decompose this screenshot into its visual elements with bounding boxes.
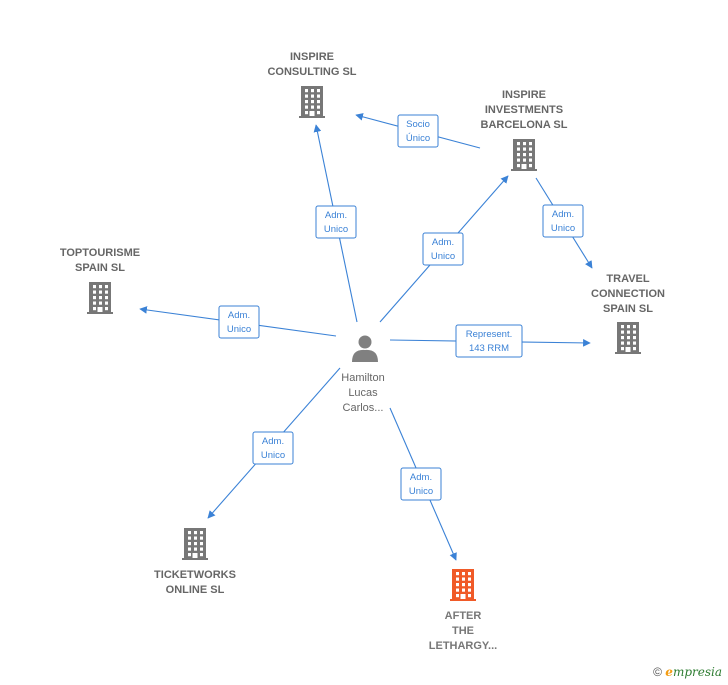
edge-label-box (400, 467, 442, 501)
company-label-line: AFTER (445, 610, 482, 622)
edge-center-to-inspire_consulting: Adm. Unico (313, 124, 358, 323)
edge-label-box (315, 205, 357, 239)
company-label-line: THE (452, 625, 474, 637)
nodes-layer: INSPIRE CONSULTING SL INSPIRE INVESTMENTS BA… (60, 51, 665, 652)
company-label-line: BARCELONA SL (481, 119, 568, 131)
copyright-symbol: © (653, 665, 662, 679)
company-node-toptourisme[interactable]: TOPTOURISME SPAIN SL (60, 247, 140, 314)
edge-label-box (455, 324, 523, 358)
edge-label-line: Unico (261, 450, 285, 461)
building-icon (615, 322, 641, 354)
edge-label[interactable]: Adm. Unico (422, 232, 464, 266)
company-label-line: SPAIN SL (75, 262, 125, 274)
footer-brand: © empresia (653, 665, 722, 679)
edge-label-line: Adm. (552, 209, 574, 220)
edge-center-to-inspire_investments: Adm. Unico (379, 175, 509, 323)
edge-label[interactable]: Adm. Unico (400, 467, 442, 501)
edge-label-line: Socio (406, 119, 430, 130)
edge-label-line: Unico (409, 486, 433, 497)
edge-label[interactable]: Adm. Unico (252, 431, 294, 465)
company-node-inspire_consulting[interactable]: INSPIRE CONSULTING SL (267, 51, 357, 118)
edge-label-line: Unico (324, 224, 348, 235)
company-label-line: TRAVEL (606, 273, 649, 285)
edge-label-line: Represent. (466, 329, 512, 340)
company-label-line: LETHARGY... (429, 640, 497, 652)
edge-label-line: Unico (227, 324, 251, 335)
company-label-line: INVESTMENTS (485, 104, 563, 116)
edge-label-line: Unico (551, 223, 575, 234)
edge-label-line: Unico (431, 251, 455, 262)
company-label-line: ONLINE SL (166, 584, 225, 596)
edge-label-line: Adm. (432, 237, 454, 248)
edge-center-to-travel_connection: Represent. 143 RRM (389, 324, 591, 358)
company-node-inspire_investments[interactable]: INSPIRE INVESTMENTS BARCELONA SL (481, 89, 568, 171)
company-node-after_the_lethargy[interactable]: AFTER THE LETHARGY... (429, 569, 497, 652)
person-icon (352, 335, 378, 362)
building-icon (299, 86, 325, 118)
company-node-travel_connection[interactable]: TRAVEL CONNECTION SPAIN SL (591, 273, 665, 354)
person-label-line: Lucas (348, 387, 378, 399)
edge-label-line: 143 RRM (469, 343, 509, 354)
building-icon (182, 528, 208, 560)
edge-inspire_investments-to-travel_connection: Adm. Unico (535, 177, 593, 269)
company-label-line: CONNECTION (591, 288, 665, 300)
edge-label-line: Adm. (228, 310, 250, 321)
company-label-line: CONSULTING SL (267, 66, 356, 78)
edge-label-box (252, 431, 294, 465)
edge-label-box (397, 114, 439, 148)
person-node-center[interactable]: HamiltonLucasCarlos... (341, 335, 385, 415)
edge-label-box (218, 305, 260, 339)
company-label-line: INSPIRE (502, 89, 546, 101)
edge-center-to-after_the_lethargy: Adm. Unico (389, 407, 457, 561)
building-icon (450, 569, 476, 601)
edge-label-box (422, 232, 464, 266)
edge-label-box (542, 204, 584, 238)
edge-label-line: Adm. (325, 210, 347, 221)
company-label-line: TOPTOURISME (60, 247, 140, 259)
edge-center-to-toptourisme: Adm. Unico (139, 305, 337, 339)
person-label-line: Hamilton (341, 372, 384, 384)
company-label-line: SPAIN SL (603, 303, 653, 315)
edge-label-line: Único (406, 133, 430, 144)
edge-label[interactable]: Adm. Unico (542, 204, 584, 238)
company-node-ticketworks[interactable]: TICKETWORKS ONLINE SL (154, 528, 236, 596)
company-label-line: INSPIRE (290, 51, 334, 63)
edge-label[interactable]: Adm. Unico (315, 205, 357, 239)
building-icon (511, 139, 537, 171)
person-label-line: Carlos... (343, 402, 384, 414)
edge-center-to-ticketworks: Adm. Unico (207, 367, 341, 519)
building-icon (87, 282, 113, 314)
edge-label[interactable]: Adm. Unico (218, 305, 260, 339)
empresia-logo[interactable]: empresia (665, 665, 722, 679)
edge-label-line: Adm. (410, 472, 432, 483)
edge-label-line: Adm. (262, 436, 284, 447)
company-label-line: TICKETWORKS (154, 569, 236, 581)
edge-label[interactable]: Represent. 143 RRM (455, 324, 523, 358)
